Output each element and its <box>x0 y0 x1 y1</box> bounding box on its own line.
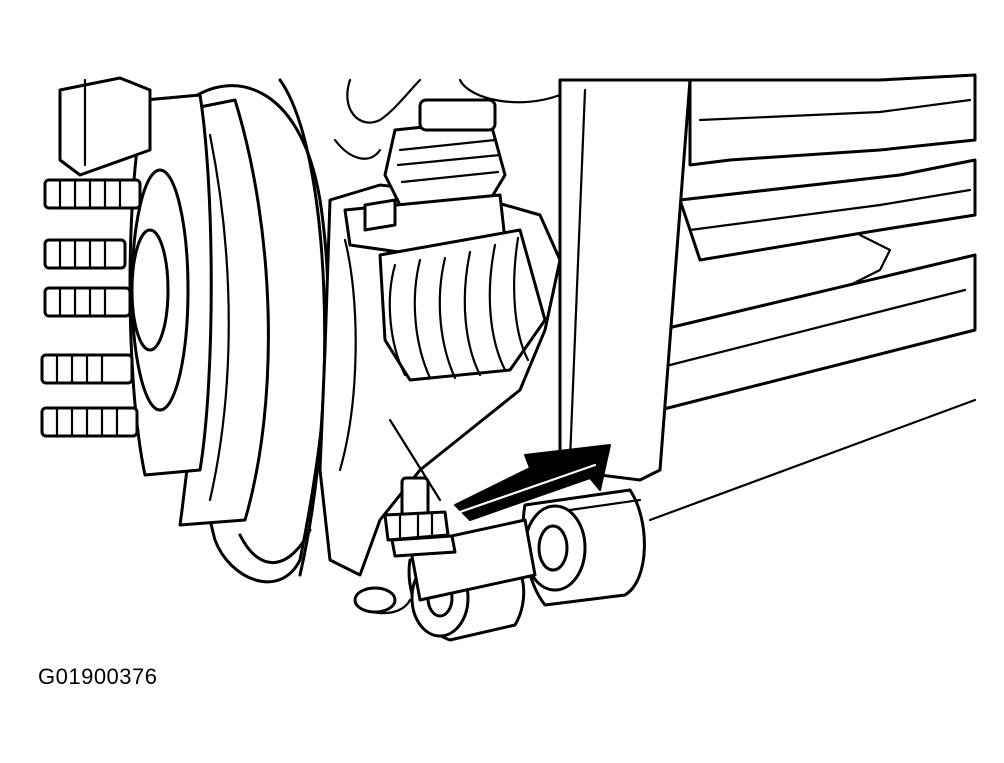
upper-mount-details <box>333 78 562 160</box>
ball-joint-boot <box>383 98 507 207</box>
lower-control-arm <box>648 253 977 522</box>
wheel-studs <box>40 178 142 438</box>
pointer-arrow <box>454 444 611 521</box>
upper-control-arm <box>678 73 977 287</box>
figure-id-label: G01900376 <box>38 664 158 689</box>
caliper-body <box>58 76 152 177</box>
strut-tube <box>558 78 692 482</box>
cv-boot <box>378 228 547 382</box>
adjusting-bolt <box>383 476 457 558</box>
lower-bushing-rear <box>521 488 646 607</box>
hub-flange <box>128 93 213 477</box>
